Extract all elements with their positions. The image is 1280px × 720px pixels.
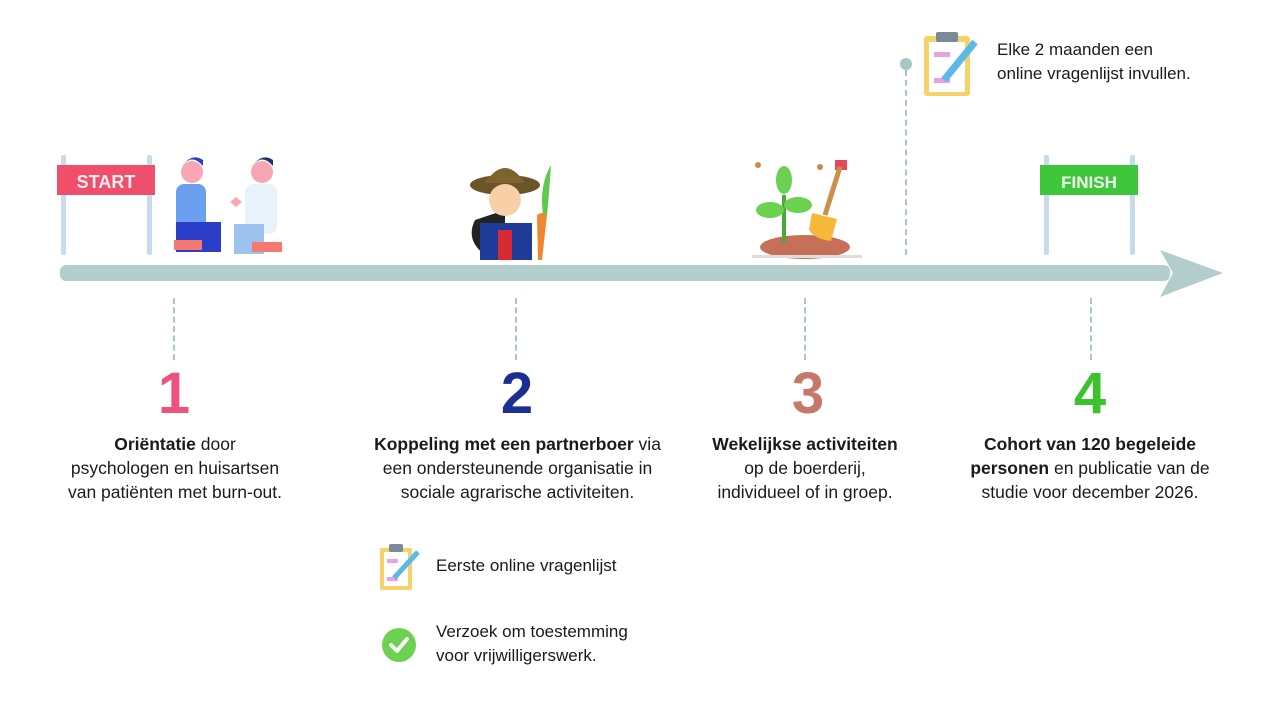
sub-item-text: Eerste online vragenlijst: [436, 556, 617, 575]
step-title: Cohort van 120 begeleide: [983, 434, 1196, 454]
top-note-line: online vragenlijst invullen.: [997, 64, 1191, 83]
check-circle-icon: [382, 628, 416, 662]
finish-label: FINISH: [1061, 173, 1117, 192]
sub-item-text: Verzoek om toestemming voor vrijwilliger…: [436, 620, 628, 668]
clipboard-icon: [924, 32, 978, 96]
step-2-number: 2: [500, 361, 534, 426]
top-note-connector: [905, 70, 907, 255]
top-note: Elke 2 maanden een online vragenlijst in…: [997, 38, 1191, 86]
step-text: studie voor december 2026.: [981, 482, 1199, 502]
step-connector: [173, 298, 175, 360]
step-connector: [804, 298, 806, 360]
step-1-number: 1: [157, 361, 191, 426]
patient-doctor-illustration: [174, 157, 282, 254]
connector-dot: [900, 58, 912, 70]
step-2-description: Koppeling met een partnerboer via een on…: [350, 432, 685, 504]
step-text: een ondersteunende organisatie in: [382, 458, 653, 478]
step-3-number: 3: [791, 361, 825, 426]
plant-shovel-illustration: [752, 160, 862, 259]
step-4-description: Cohort van 120 begeleide personen en pub…: [945, 432, 1235, 504]
step-text: via: [633, 434, 661, 454]
step-text: sociale agrarische activiteiten.: [400, 482, 635, 502]
finish-banner: FINISH: [1040, 155, 1138, 255]
start-banner: START: [57, 155, 155, 255]
sub-item-line: voor vrijwilligerswerk.: [436, 646, 597, 665]
step-connector: [1090, 298, 1092, 360]
step-title: Wekelijkse activiteiten: [712, 434, 898, 454]
top-note-line: Elke 2 maanden een: [997, 40, 1153, 59]
clipboard-icon: [380, 544, 420, 590]
step-1-description: Oriëntatie door psychologen en huisartse…: [35, 432, 315, 504]
farmer-illustration: [470, 165, 551, 260]
step-text: op de boerderij,: [744, 458, 866, 478]
step-title: personen: [970, 458, 1050, 478]
timeline-arrow: [60, 250, 1223, 297]
step-title: Oriëntatie: [114, 434, 196, 454]
step-4-number: 4: [1073, 361, 1107, 426]
step-text: en publicatie van de: [1049, 458, 1210, 478]
step-text: individueel of in groep.: [717, 482, 893, 502]
step-3-description: Wekelijkse activiteiten op de boerderij,…: [680, 432, 930, 504]
step-text: van patiënten met burn-out.: [67, 482, 283, 502]
step-connector: [515, 298, 517, 360]
step-text: psychologen en huisartsen: [70, 458, 280, 478]
sub-item-line: Verzoek om toestemming: [436, 622, 628, 641]
start-label: START: [77, 172, 136, 192]
step-title: Koppeling met een partnerboer: [374, 434, 634, 454]
step-text: door: [195, 434, 236, 454]
